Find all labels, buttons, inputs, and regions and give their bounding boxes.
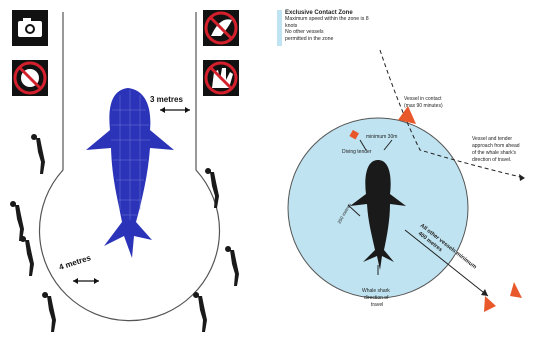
approach-label-2: approach from ahead bbox=[472, 143, 520, 149]
radius-label: 250 metres bbox=[337, 202, 353, 225]
diving-tender-label: Diving tender bbox=[342, 149, 372, 155]
whale-shark-direction-2: direction of bbox=[364, 295, 389, 301]
whale-shark-direction-3: travel bbox=[371, 302, 383, 308]
min-distance-label: minimum 30m bbox=[366, 134, 397, 140]
approach-label-3: of the whale shark's bbox=[472, 150, 517, 156]
vessel-in-contact-label: Vessel in contact bbox=[404, 96, 442, 102]
vessel-in-contact-sub: (max 90 minutes) bbox=[404, 103, 443, 109]
all-other-label-1: All other vessels minimum bbox=[419, 223, 478, 271]
approach-label-1: Vessel and tender bbox=[472, 136, 512, 142]
approach-label-4: direction of travel. bbox=[472, 157, 511, 163]
whale-shark-direction-1: Whale shark bbox=[362, 288, 390, 294]
